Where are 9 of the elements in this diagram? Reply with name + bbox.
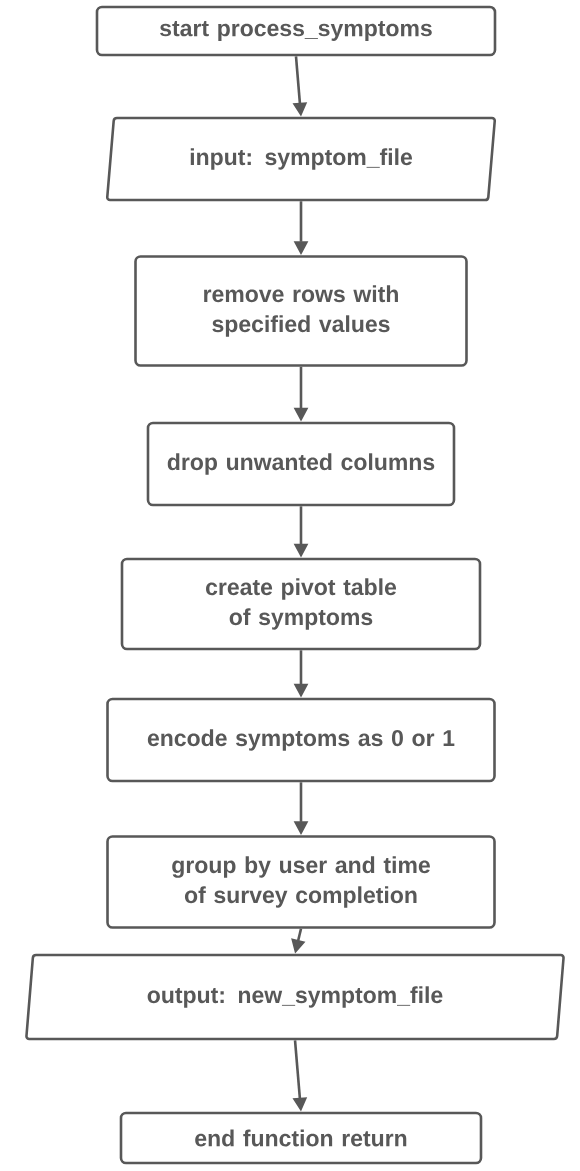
process-box: encode symptoms as 0 or 1 — [106, 697, 496, 783]
process-box: remove rows with specified values — [134, 255, 468, 367]
input-output-parallelogram: output: new_symptom_file — [25, 953, 565, 1041]
process-box: group by user and time of survey completion — [106, 835, 496, 929]
process-box: end function return — [119, 1111, 483, 1165]
process-box: create pivot table of symptoms — [120, 557, 482, 651]
input-output-parallelogram: input: symptom_file — [105, 116, 497, 202]
process-box: start process_symptoms — [95, 5, 497, 57]
process-box: drop unwanted columns — [146, 421, 456, 507]
